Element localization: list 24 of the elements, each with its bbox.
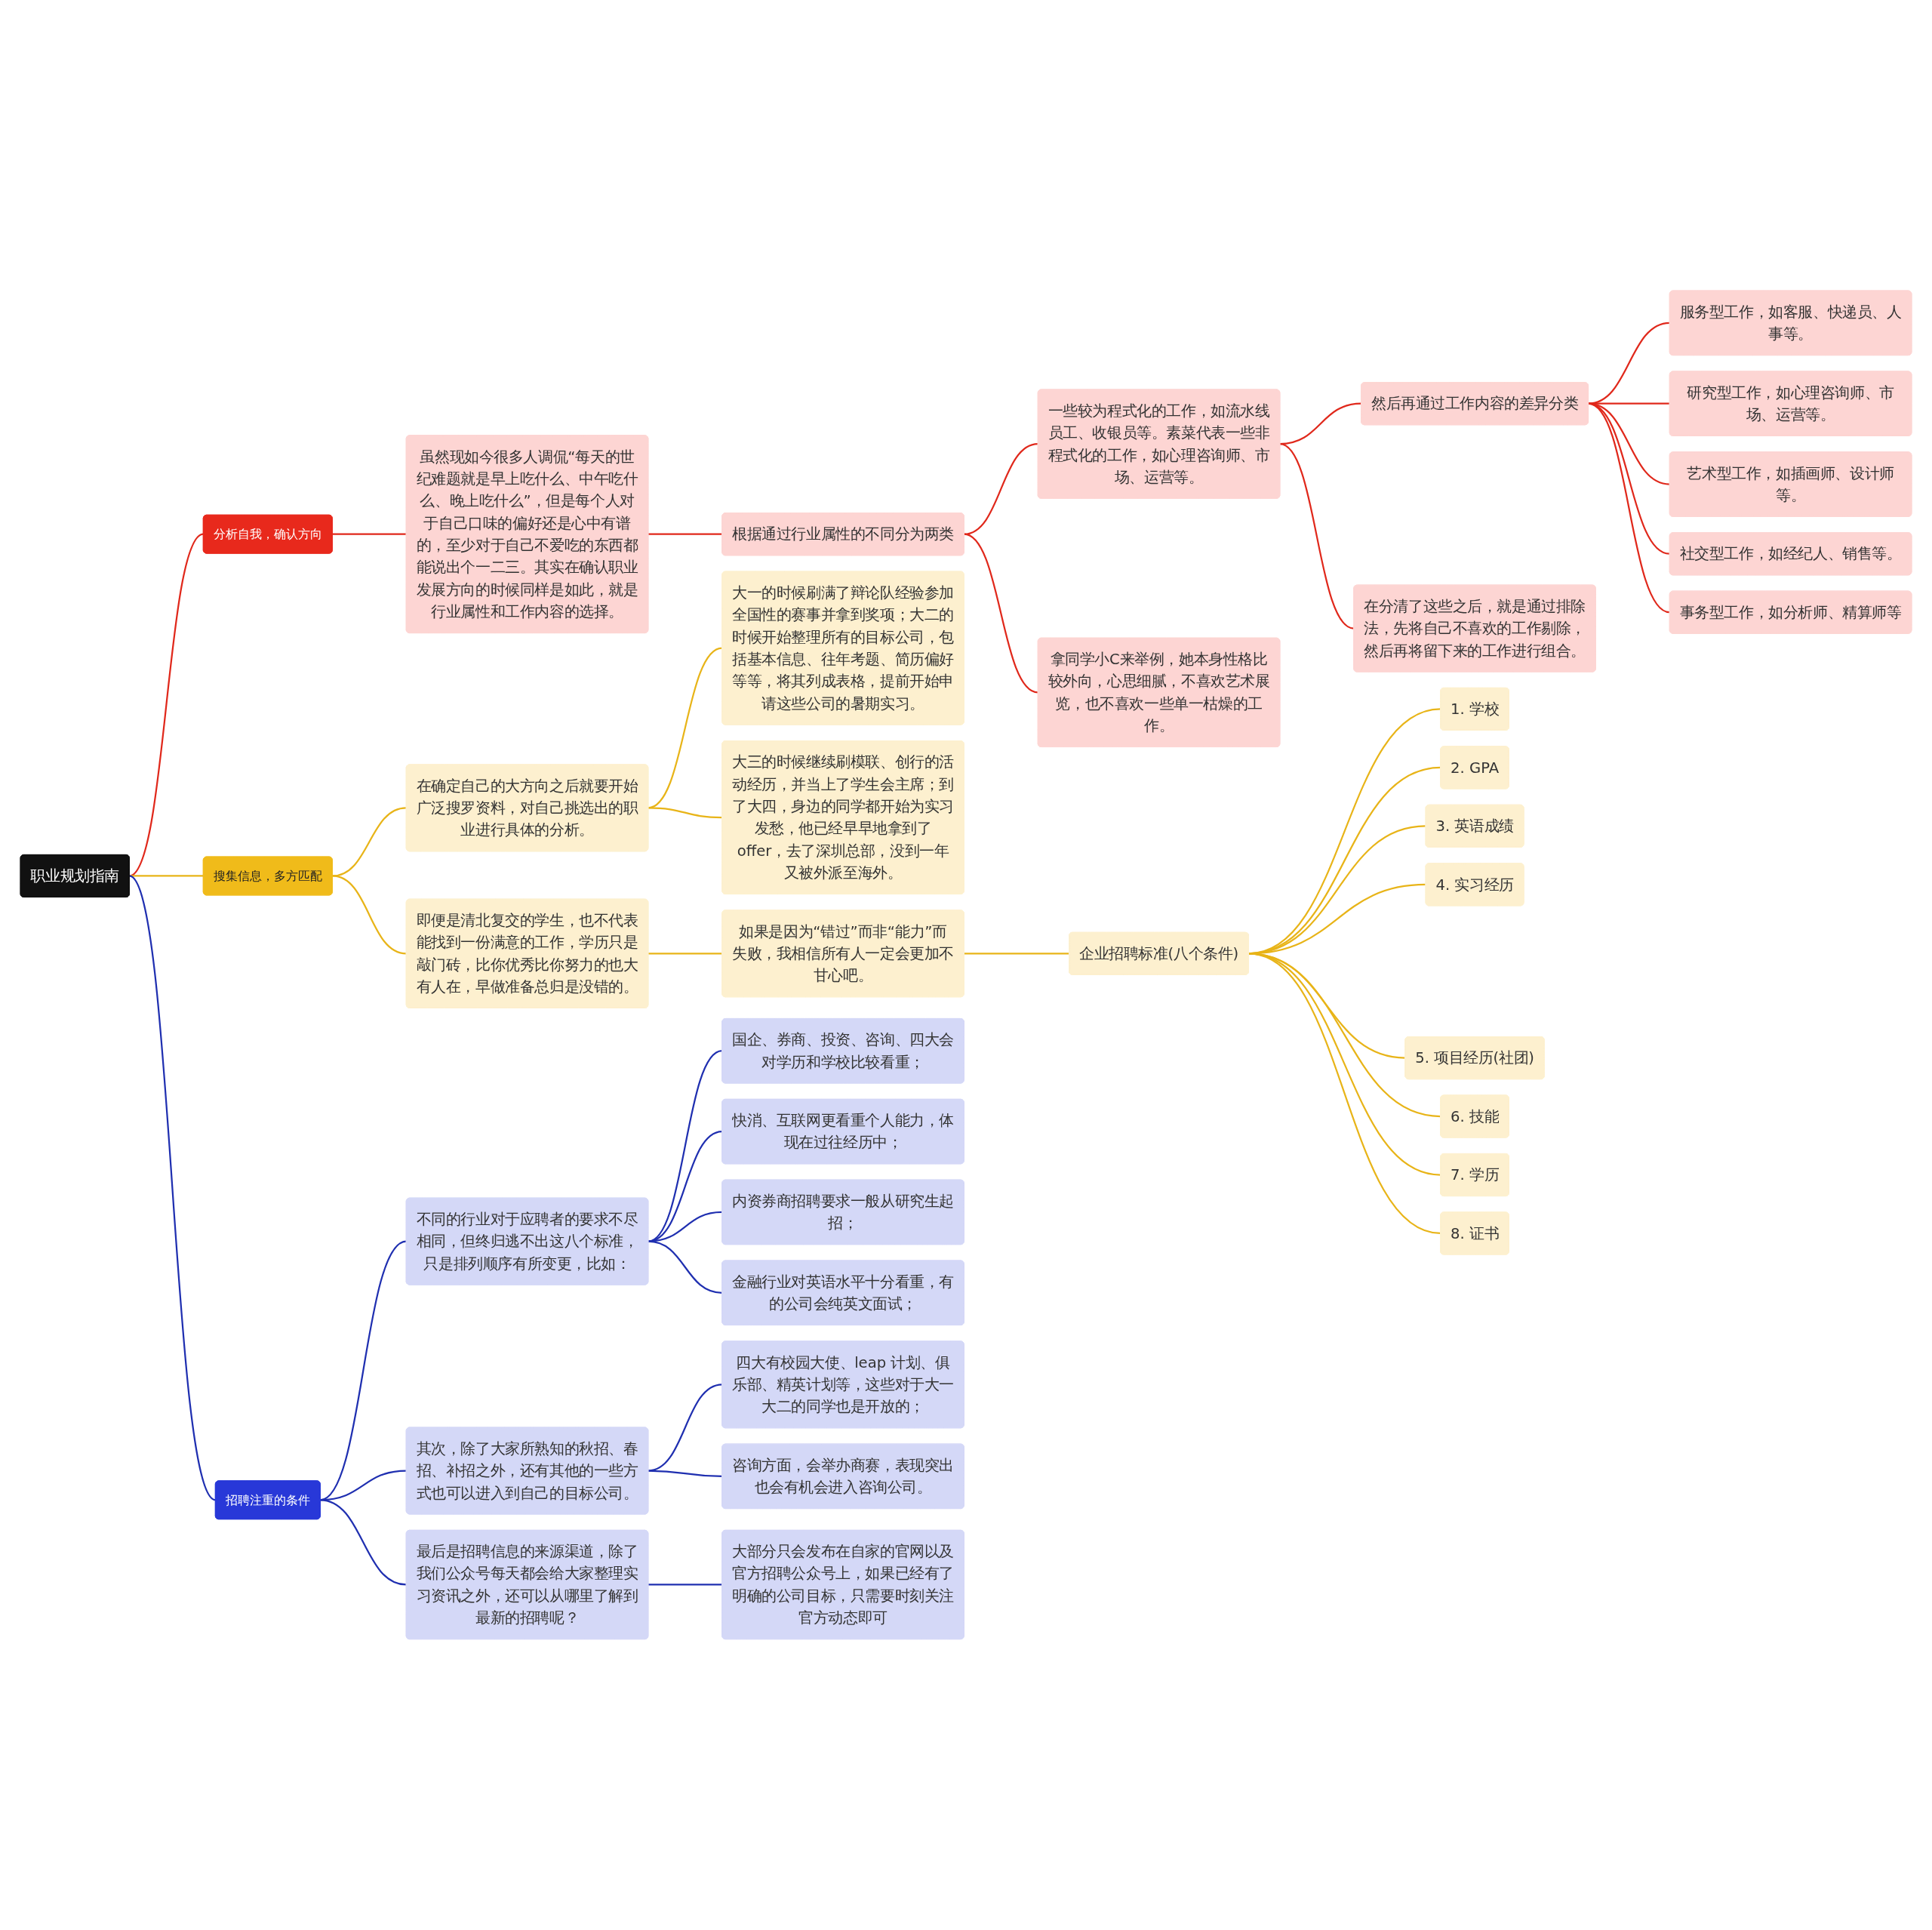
connector bbox=[648, 1470, 722, 1478]
connector bbox=[648, 533, 722, 535]
connector bbox=[129, 875, 204, 877]
connector bbox=[128, 875, 217, 1501]
connector bbox=[648, 807, 722, 819]
connector bbox=[128, 533, 205, 877]
connector bbox=[332, 807, 407, 877]
connector bbox=[332, 533, 407, 535]
connector bbox=[964, 953, 1069, 955]
connector bbox=[332, 875, 407, 955]
connector bbox=[320, 1499, 407, 1586]
connector bbox=[1588, 322, 1670, 405]
connector bbox=[1588, 402, 1670, 614]
connector bbox=[648, 1384, 722, 1472]
connector bbox=[648, 1211, 722, 1242]
connector bbox=[1279, 443, 1355, 629]
connector bbox=[1248, 953, 1441, 1235]
connector bbox=[648, 1240, 722, 1294]
connector bbox=[964, 443, 1038, 535]
connector bbox=[648, 1131, 723, 1242]
connector bbox=[648, 1584, 722, 1586]
connector bbox=[648, 953, 722, 955]
connector bbox=[648, 1050, 723, 1242]
connector bbox=[963, 533, 1038, 694]
